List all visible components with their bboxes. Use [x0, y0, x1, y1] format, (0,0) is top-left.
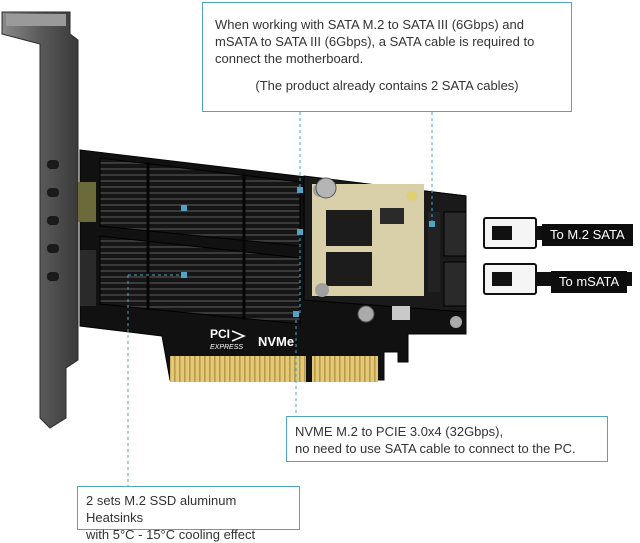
callout-nvme-line-2: no need to use SATA cable to connect to … — [295, 441, 576, 456]
logo-pci: PCI — [210, 327, 230, 341]
pci-express-logo: PCI EXPRESS — [210, 327, 246, 351]
metal-bracket — [1, 11, 79, 429]
callout-sata-note: (The product already contains 2 SATA cab… — [255, 78, 519, 93]
cable-label-msata: To mSATA — [551, 271, 628, 293]
aluminum-heatsinks — [99, 157, 301, 325]
logo-express: EXPRESS — [210, 344, 243, 351]
board-components — [78, 182, 96, 306]
callout-sata-line-3: connect the motherboard. — [215, 51, 364, 66]
callout-heatsink: 2 sets M.2 SSD aluminum Heatsinks with 5… — [77, 486, 300, 542]
callout-markers — [181, 187, 435, 317]
callout-heatsink-line-2: with 5°C - 15°C cooling effect — [86, 527, 256, 542]
logo-nvme: NVMe — [258, 334, 294, 349]
sata-adapter-board — [303, 175, 467, 313]
callout-heatsink-line-1: 2 sets M.2 SSD aluminum Heatsinks — [86, 493, 237, 525]
callout-nvme-line-1: NVME M.2 to PCIE 3.0x4 (32Gbps), — [295, 424, 504, 439]
callout-sata-cable: When working with SATA M.2 to SATA III (… — [202, 2, 572, 112]
cable-label-m2-sata: To M.2 SATA — [542, 224, 633, 246]
callout-nvme: NVME M.2 to PCIE 3.0x4 (32Gbps), no need… — [286, 416, 608, 462]
pcie-gold-fingers — [170, 356, 378, 382]
callout-sata-line-1: When working with SATA M.2 to SATA III (… — [215, 17, 524, 32]
callout-leaders — [127, 112, 433, 486]
capacitors — [315, 177, 462, 328]
callout-sata-line-2: mSATA to SATA III (6Gbps), a SATA cable … — [215, 34, 535, 49]
sata-ports — [443, 211, 467, 307]
